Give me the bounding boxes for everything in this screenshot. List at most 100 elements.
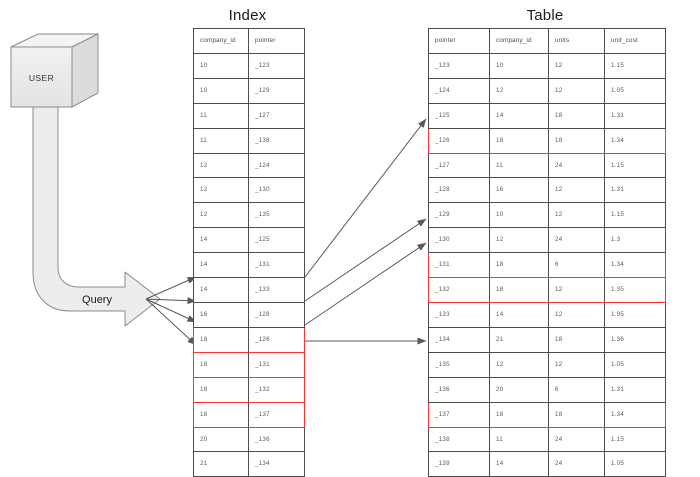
data-cell-company_id: 11 — [489, 426, 549, 453]
index-cell-pointer: _131 — [248, 351, 305, 378]
index-row: 14_131 — [193, 252, 305, 279]
index-cell-pointer: _130 — [248, 177, 305, 204]
data-cell-pointer: _126 — [428, 127, 490, 154]
index-to-table-arrows — [304, 118, 427, 345]
data-cell-company_id: 14 — [489, 451, 549, 477]
index-row: 18_132 — [193, 376, 305, 403]
data-cell-pointer: _137 — [428, 401, 490, 428]
index-cell-pointer: _125 — [248, 227, 305, 254]
index-row: 12_130 — [193, 177, 305, 204]
data-cell-pointer: _127 — [428, 152, 490, 179]
data-cell-unit_cost: 1.05 — [604, 77, 666, 104]
data-cell-units: 24 — [548, 451, 605, 477]
data-cell-company_id: 18 — [489, 127, 549, 154]
index-row: 21_134 — [193, 451, 305, 477]
query-arrow-to-index-131 — [145, 297, 197, 305]
data-cell-unit_cost: 1.15 — [604, 202, 666, 229]
index-row: 11_127 — [193, 102, 305, 129]
index-header-company_id: company_id — [193, 28, 249, 54]
index-row: 18_137 — [193, 401, 305, 428]
data-cell-units: 18 — [548, 127, 605, 154]
data-cell-unit_cost: 1.34 — [604, 401, 666, 428]
data-cell-unit_cost: 1.95 — [604, 301, 666, 328]
data-cell-unit_cost: 1.31 — [604, 177, 666, 204]
connector-arrow-131 — [304, 218, 427, 302]
index-cell-pointer: _134 — [248, 451, 305, 477]
index-row: 18_131 — [193, 351, 305, 378]
data-cell-pointer: _133 — [428, 301, 490, 328]
data-cell-units: 12 — [548, 77, 605, 104]
index-cell-pointer: _136 — [248, 426, 305, 453]
index-cell-pointer: _129 — [248, 77, 305, 104]
index-cell-pointer: _137 — [248, 401, 305, 428]
data-cell-company_id: 18 — [489, 401, 549, 428]
data-cell-pointer: _138 — [428, 426, 490, 453]
data-cell-units: 24 — [548, 152, 605, 179]
index-row: 16_128 — [193, 301, 305, 328]
data-cell-units: 6 — [548, 376, 605, 403]
index-cell-company_id: 18 — [193, 376, 249, 403]
connector-arrow-126 — [304, 118, 427, 278]
data-cell-unit_cost: 1.05 — [604, 351, 666, 378]
data-cell-units: 12 — [548, 52, 605, 79]
index-cell-company_id: 11 — [193, 102, 249, 129]
query-arrow-to-index-126 — [145, 276, 197, 300]
data-cell-company_id: 10 — [489, 202, 549, 229]
connector-arrow-132 — [304, 242, 427, 326]
index-cell-pointer: _132 — [248, 376, 305, 403]
data-cell-company_id: 21 — [489, 326, 549, 353]
data-cell-pointer: _128 — [428, 177, 490, 204]
data-cell-units: 18 — [548, 102, 605, 129]
query-block-arrow: Query — [32, 106, 161, 327]
user-cube-label: USER — [29, 73, 54, 83]
index-header-pointer: pointer — [248, 28, 305, 54]
cube-front-face — [10, 46, 73, 108]
index-row: 10_129 — [193, 77, 305, 104]
index-cell-company_id: 14 — [193, 227, 249, 254]
index-cell-pointer: _124 — [248, 152, 305, 179]
data-cell-units: 12 — [548, 202, 605, 229]
data-cell-pointer: _124 — [428, 77, 490, 104]
data-header-pointer: pointer — [428, 28, 490, 54]
table-title: Table — [526, 7, 564, 24]
index-cell-company_id: 14 — [193, 277, 249, 303]
index-cell-pointer: _133 — [248, 277, 305, 303]
data-cell-units: 24 — [548, 426, 605, 453]
index-row: 12_124 — [193, 152, 305, 179]
data-cell-unit_cost: 1.35 — [604, 277, 666, 303]
query-to-index-arrows — [145, 276, 197, 346]
query-label: Query — [82, 294, 112, 306]
data-cell-unit_cost: 1.15 — [604, 152, 666, 179]
data-cell-units: 12 — [548, 277, 605, 303]
index-cell-company_id: 20 — [193, 426, 249, 453]
index-cell-company_id: 11 — [193, 127, 249, 154]
data-cell-pointer: _136 — [428, 376, 490, 403]
data-cell-unit_cost: 1.05 — [604, 451, 666, 477]
data-cell-pointer: _129 — [428, 202, 490, 229]
index-row: 18_126 — [193, 326, 305, 353]
data-cell-unit_cost: 1.15 — [604, 426, 666, 453]
data-cell-company_id: 12 — [489, 351, 549, 378]
data-cell-unit_cost: 1.31 — [604, 102, 666, 129]
index-cell-company_id: 12 — [193, 177, 249, 204]
index-row: 14_133 — [193, 277, 305, 303]
data-cell-company_id: 11 — [489, 152, 549, 179]
data-cell-company_id: 18 — [489, 277, 549, 303]
index-row: 20_136 — [193, 426, 305, 453]
index-cell-company_id: 10 — [193, 77, 249, 104]
